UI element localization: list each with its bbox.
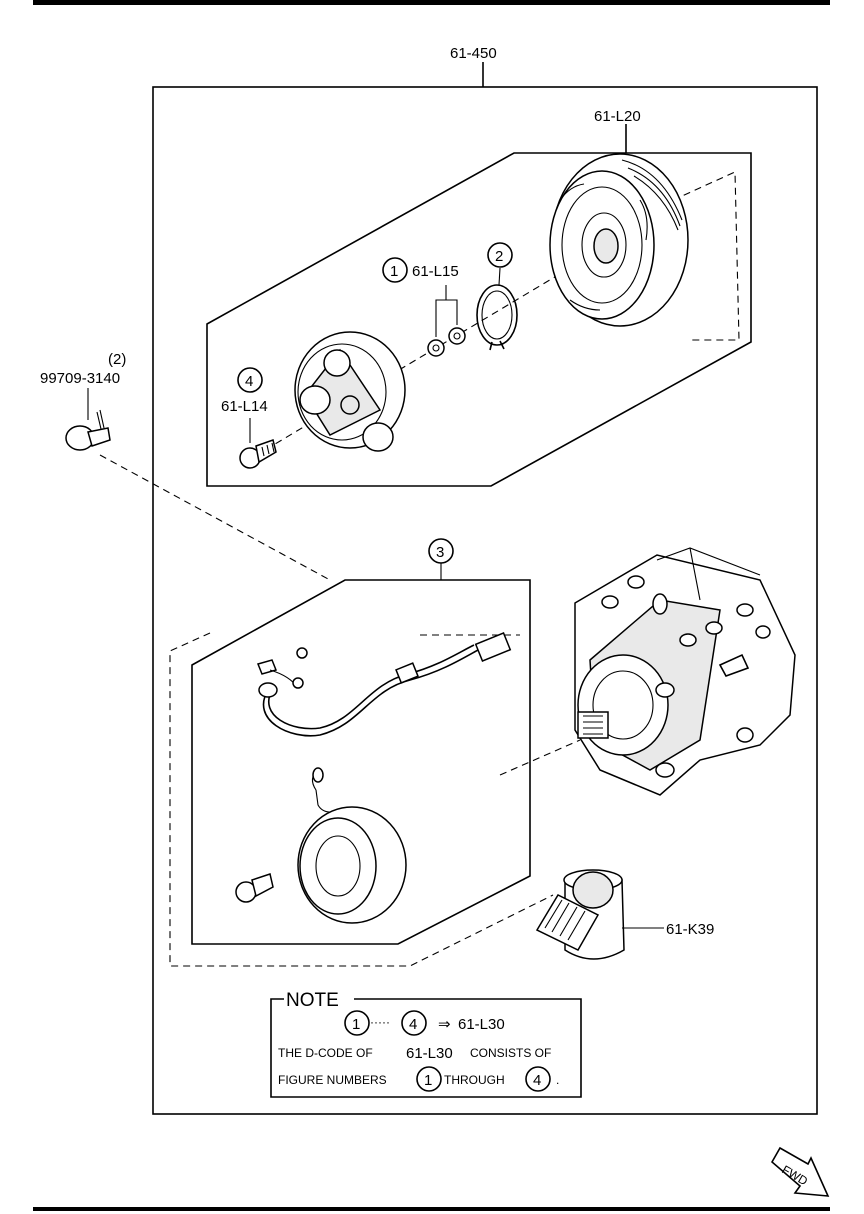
callout-3[interactable]: 3 xyxy=(436,544,444,561)
wire-harness-part[interactable] xyxy=(256,632,520,737)
note-title: NOTE xyxy=(286,990,339,1011)
compressor-part[interactable] xyxy=(574,547,796,796)
field-coil-part[interactable] xyxy=(235,767,407,924)
note-range-end: 4 xyxy=(409,1016,417,1033)
clamp-qty[interactable]: (2) xyxy=(108,351,126,368)
pulley-label[interactable]: 61-L20 xyxy=(594,108,641,125)
note-line2-start: 1 xyxy=(424,1072,432,1089)
assembly-label[interactable]: 61-450 xyxy=(450,45,497,62)
callout-2[interactable]: 2 xyxy=(495,248,503,265)
compressor-dash xyxy=(499,739,581,776)
callout-1-circle xyxy=(382,257,408,283)
valve-part[interactable] xyxy=(535,869,625,960)
note-line2-prefix: FIGURE NUMBERS xyxy=(278,1073,387,1087)
shims-part[interactable] xyxy=(427,327,466,357)
note-result[interactable]: 61-L30 xyxy=(458,1016,505,1033)
valve-label[interactable]: 61-K39 xyxy=(666,921,714,938)
bolt-part[interactable] xyxy=(239,439,277,469)
note-line1-code[interactable]: 61-L30 xyxy=(406,1045,453,1062)
note-range-start: 1 xyxy=(352,1016,360,1033)
snap-ring-part[interactable] xyxy=(476,284,518,351)
fwd-arrow-icon: FWD xyxy=(770,1146,830,1197)
note-line1-suffix: CONSISTS OF xyxy=(470,1046,551,1060)
note-line2-period: . xyxy=(556,1073,559,1087)
callout-2-circle xyxy=(487,242,513,268)
note-box: NOTE 1 ····· 4 ⇒ 61-L30 THE D-CODE OF 61… xyxy=(270,990,582,1098)
callout-1[interactable]: 1 xyxy=(390,263,398,280)
assembly-frame xyxy=(152,86,818,1115)
clamp-part[interactable] xyxy=(65,409,111,451)
top-rule xyxy=(33,0,830,5)
clamp-dash xyxy=(99,454,331,581)
note-range-dots: ····· xyxy=(370,1015,390,1029)
clamp-label[interactable]: 99709-3140 xyxy=(40,370,120,387)
callout-3-circle xyxy=(428,538,454,564)
pulley-part[interactable] xyxy=(549,153,689,327)
armature-plate-part[interactable] xyxy=(294,331,406,452)
coil-panel xyxy=(191,579,531,945)
bolt-label[interactable]: 61-L14 xyxy=(221,398,268,415)
clutch-panel xyxy=(206,152,752,487)
callout-4[interactable]: 4 xyxy=(245,373,253,390)
shim-label[interactable]: 61-L15 xyxy=(412,263,459,280)
callout-4-circle xyxy=(237,367,263,393)
pulley-phantom xyxy=(639,171,740,341)
fwd-label: FWD xyxy=(780,1162,811,1188)
note-line1-prefix: THE D-CODE OF xyxy=(278,1046,373,1060)
note-line2-end: 4 xyxy=(533,1072,541,1089)
callout-2-leader xyxy=(498,267,501,286)
bottom-rule xyxy=(33,1207,830,1211)
note-arrow: ⇒ xyxy=(438,1016,451,1033)
coil-panel-phantom xyxy=(169,632,554,967)
note-line2-mid: THROUGH xyxy=(444,1073,505,1087)
